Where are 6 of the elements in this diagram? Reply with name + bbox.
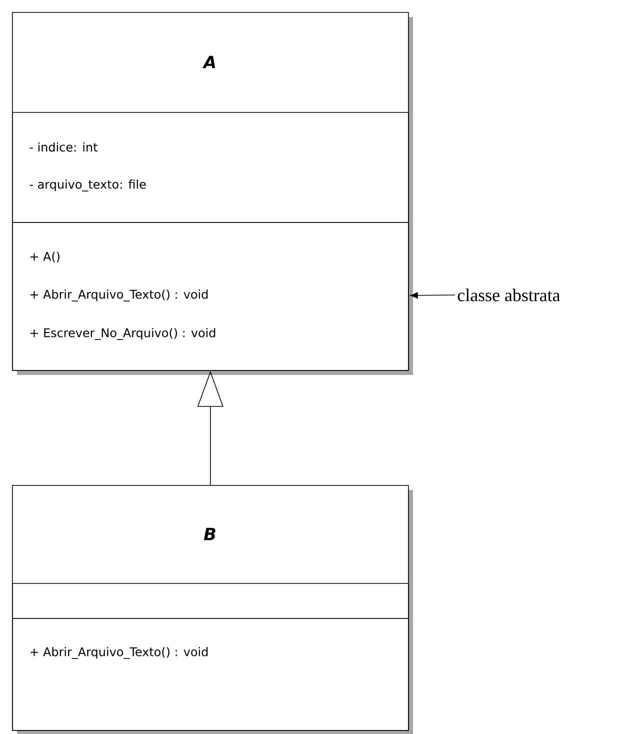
annotation-text: classe abstrata bbox=[458, 288, 560, 302]
leader-line bbox=[410, 292, 456, 299]
compartment: - indice: int - arquivo_texto: file bbox=[12, 112, 409, 223]
compartment: + A() + Abrir_Arquivo_Texto() : void + Escrever_No_Arquivo() : void bbox=[12, 222, 409, 371]
compartment: + Abrir_Arquivo_Texto() : void bbox=[12, 618, 409, 731]
empty-compartment bbox=[12, 583, 409, 619]
